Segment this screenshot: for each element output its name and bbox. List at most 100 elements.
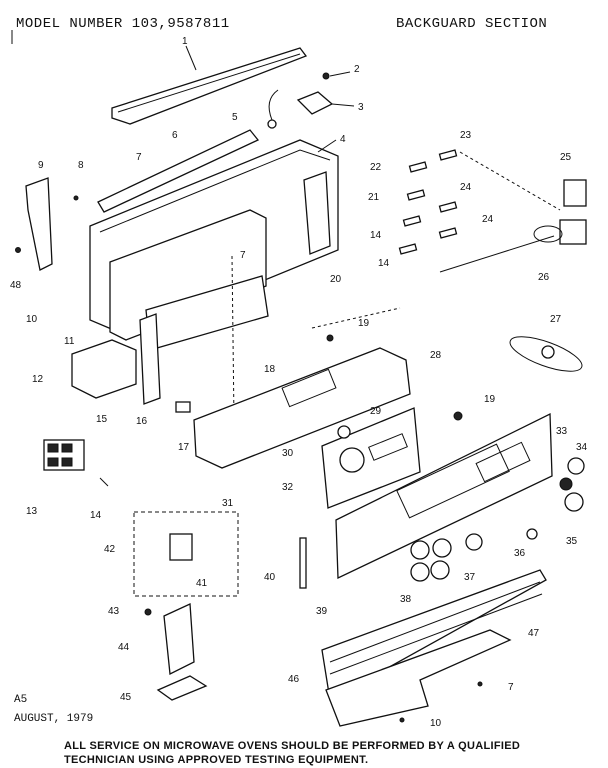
part-8-screw (73, 195, 79, 201)
callout-31: 31 (222, 498, 234, 509)
part-25-switch (563, 179, 587, 207)
callout-37: 37 (464, 572, 476, 583)
callout-42: 42 (104, 544, 116, 555)
part-21-connector (406, 189, 426, 201)
callout-14c: 14 (378, 258, 390, 269)
part-36-knob (526, 528, 538, 540)
part-14-connector (99, 477, 109, 487)
callout-3: 3 (358, 102, 364, 113)
part-41-component (169, 533, 193, 561)
callout-19a: 19 (358, 318, 370, 329)
part-47-door-panel (325, 629, 512, 727)
part-37-knob (465, 533, 483, 551)
part-33-knob (559, 477, 573, 491)
callout-24a: 24 (460, 182, 472, 193)
part-38-knob-c (410, 562, 430, 582)
callout-22: 22 (370, 162, 382, 173)
part-19-grommet-b (453, 411, 463, 421)
part-34-knob (567, 457, 585, 475)
callout-17: 17 (178, 442, 190, 453)
callout-20: 20 (330, 274, 342, 285)
callout-48: 48 (10, 280, 22, 291)
callout-16: 16 (136, 416, 148, 427)
part-22-connector (408, 161, 428, 173)
callout-19b: 19 (484, 394, 496, 405)
part-7-screw (477, 681, 483, 687)
callout-7c: 7 (508, 682, 514, 693)
part-28-control-panel (193, 347, 411, 469)
callout-14b: 14 (370, 230, 382, 241)
part-3-bracket (296, 91, 334, 115)
footer-code: A5 (14, 694, 28, 706)
callout-9: 9 (38, 160, 44, 171)
callout-27: 27 (550, 314, 562, 325)
callout-32: 32 (282, 482, 294, 493)
callout-8: 8 (78, 160, 84, 171)
part-19-grommet (326, 334, 334, 342)
part-24-terminal (438, 201, 458, 213)
part-27-gasket (509, 336, 583, 372)
part-43-screw (144, 608, 152, 616)
callout-38: 38 (400, 594, 412, 605)
callout-5: 5 (232, 112, 238, 123)
part-20-side-bracket (303, 171, 331, 255)
callout-15: 15 (96, 414, 108, 425)
callout-34: 34 (576, 442, 588, 453)
callout-4: 4 (340, 134, 346, 145)
callout-13: 13 (26, 506, 38, 517)
part-45-plate (156, 675, 208, 701)
callout-28: 28 (430, 350, 442, 361)
part-14-connector-c (398, 243, 418, 255)
part-1-top-trim (111, 47, 308, 125)
callout-39: 39 (316, 606, 328, 617)
part-15-upright (139, 313, 161, 405)
part-39-front-panel (335, 412, 553, 580)
callout-45: 45 (120, 692, 132, 703)
part-17-clip (175, 401, 191, 413)
callout-41: 41 (196, 578, 208, 589)
callout-23: 23 (460, 130, 472, 141)
part-24-terminal-b (438, 227, 458, 239)
part-48-screw (15, 247, 21, 253)
part-35-knob (564, 492, 584, 512)
callout-35: 35 (566, 536, 578, 547)
part-32-control-plate (321, 407, 421, 509)
callout-43: 43 (108, 606, 120, 617)
callout-36: 36 (514, 548, 526, 559)
callout-29: 29 (370, 406, 382, 417)
callout-21: 21 (368, 192, 380, 203)
callout-1: 1 (182, 36, 188, 47)
part-6-light-tube (97, 129, 260, 213)
service-note-line-2: TECHNICIAN USING APPROVED TESTING EQUIPM… (64, 754, 369, 766)
callout-44: 44 (118, 642, 130, 653)
part-44-hinge (163, 603, 195, 676)
part-26-capillary (439, 235, 555, 273)
inner-panel (109, 209, 267, 341)
part-38-knob-d (430, 560, 450, 580)
part-29-knob-insert (337, 425, 351, 439)
callout-26: 26 (538, 272, 550, 283)
callout-47: 47 (528, 628, 540, 639)
part-38-knob-b (432, 538, 452, 558)
section-title: BACKGUARD SECTION (396, 16, 548, 32)
callout-46: 46 (288, 674, 300, 685)
part-23-terminal (438, 149, 458, 161)
callout-10b: 10 (430, 718, 442, 729)
callout-40: 40 (264, 572, 276, 583)
service-note-line-1: ALL SERVICE ON MICROWAVE OVENS SHOULD BE… (64, 740, 521, 752)
part-40-bar (299, 537, 307, 589)
part-38-knob-a (410, 540, 430, 560)
callout-12: 12 (32, 374, 44, 385)
callout-24b: 24 (482, 214, 494, 225)
callout-7a: 7 (136, 152, 142, 163)
model-number: MODEL NUMBER 103,9587811 (16, 16, 230, 32)
footer-date: AUGUST, 1979 (14, 713, 94, 725)
part-2-screw (322, 72, 330, 80)
part-12-bottom-box (71, 339, 137, 399)
part-14-connector-b (402, 215, 422, 227)
callout-14a: 14 (90, 510, 102, 521)
part-10-screw (399, 717, 405, 723)
callout-11: 11 (64, 336, 75, 347)
callout-2: 2 (354, 64, 360, 75)
